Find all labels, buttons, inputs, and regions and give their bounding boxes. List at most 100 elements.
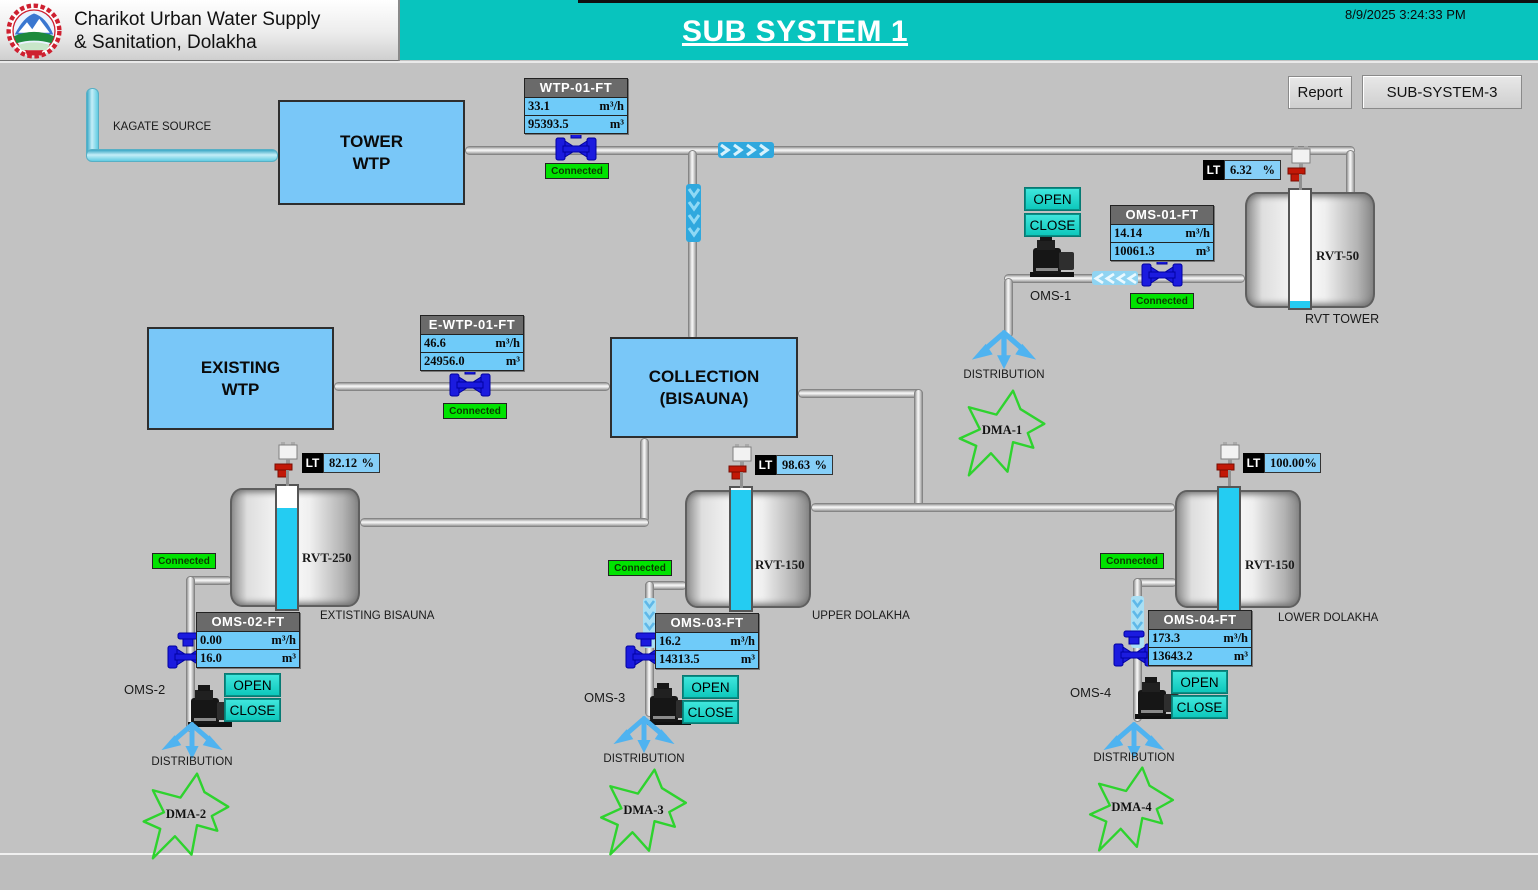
flow-value: 33.1 [528,99,550,113]
pipe-collection-drop [688,150,697,340]
close-button-oms1[interactable]: CLOSE [1025,214,1080,236]
status-badge-wtp01: Connected [545,163,609,179]
close-button-oms4[interactable]: CLOSE [1172,696,1227,718]
pipe-oms1-down [1004,278,1013,338]
open-button-oms1[interactable]: OPEN [1025,188,1080,210]
org-title: Charikot Urban Water Supply & Sanitation… [74,8,320,54]
tank-name: RVT-150 [755,557,805,572]
total-unit: m³ [609,117,624,131]
dma3-zone: DMA-3 [596,766,691,858]
total-row: 13643.2 m³ [1149,647,1251,665]
tank-rvt-150-lower-level-fill [1219,488,1239,610]
flow-meter-tag: OMS-02-FT [197,613,299,631]
dma1-label: DMA-1 [981,423,1023,438]
tank-caption: RVT TOWER [1305,312,1380,326]
lt-value: 98.63 [782,458,811,472]
total-row: 16.0 m³ [197,649,299,667]
pipe-collection-outlet-vertical [640,438,649,523]
tower-wtp-label-line2: WTP [352,153,391,173]
oms3-label: OMS-3 [584,690,626,705]
collection-label-line1: COLLECTION [648,366,760,386]
subsystem3-button[interactable]: SUB-SYSTEM-3 [1362,75,1522,109]
total-unit: m³ [1233,649,1248,663]
lt-badge: LT [1243,453,1264,473]
pipe-rvt50-inlet [1346,150,1355,196]
oms1-label: OMS-1 [1030,288,1072,303]
total-value: 24956.0 [424,354,465,368]
total-value: 13643.2 [1152,649,1193,663]
timestamp: 8/9/2025 3:24:33 PM [1345,7,1466,22]
existing-wtp-box: EXISTING WTP [147,327,334,430]
tank-name: RVT-50 [1316,248,1360,263]
lt-value-box: 98.63% [776,455,833,475]
lt-value: 100.00 [1270,456,1305,470]
flow-arrows-right-icon [718,142,774,158]
status-badge-oms03: Connected [608,560,672,576]
distribution-label: DISTRIBUTION [1093,752,1175,764]
pipe-between-tanks [811,503,1175,512]
flow-arrows-left-icon [1092,271,1138,285]
total-value: 16.0 [200,651,222,665]
distribution-label: DISTRIBUTION [963,369,1045,381]
close-button-oms3[interactable]: CLOSE [683,701,738,723]
tank-rvt-150-upper-level-fill [731,489,751,610]
status-badge-oms01: Connected [1130,293,1194,309]
org-panel: Charikot Urban Water Supply & Sanitation… [0,0,400,62]
distribution-arrows-icon [148,722,236,760]
dma4-zone: DMA-4 [1084,764,1179,854]
flow-unit: m³/h [495,336,520,350]
pipe-source-horizontal [86,149,278,162]
flow-value: 0.00 [200,633,222,647]
lt-unit: % [1262,163,1276,177]
existing-wtp-label-line1: EXISTING [200,357,281,377]
total-unit: m³ [740,652,755,666]
open-button-oms3[interactable]: OPEN [683,676,738,698]
level-transmitter-rvt50: LT 6.32% [1203,160,1281,180]
flow-unit: m³/h [1223,631,1248,645]
open-button-oms2[interactable]: OPEN [225,674,280,696]
dma3-label: DMA-3 [623,802,664,817]
existing-wtp-label-line2: WTP [221,379,260,399]
pipe-right-drop [914,389,923,512]
lt-value: 6.32 [1230,163,1252,177]
report-button[interactable]: Report [1288,76,1352,109]
flow-arrows-down-icon [686,184,701,242]
oms4-label: OMS-4 [1070,685,1112,700]
close-button-oms2[interactable]: CLOSE [225,699,280,721]
pump-oms1-icon[interactable] [1026,232,1078,278]
total-unit: m³ [1195,244,1210,258]
pipe-collection-right [798,389,923,398]
open-button-oms4[interactable]: OPEN [1172,671,1227,693]
flow-meter-tag: OMS-03-FT [656,614,758,632]
header-band [400,0,1538,60]
flow-value: 14.14 [1114,226,1143,240]
oms2-label: OMS-2 [124,682,166,697]
distribution-label: DISTRIBUTION [151,756,233,768]
flow-meter-tag: OMS-04-FT [1149,611,1251,629]
tank-rvt-50-level-tube [1288,188,1312,310]
distribution-arrows-icon [600,716,688,754]
flow-meter-tag: WTP-01-FT [525,79,627,97]
collection-label-line2: (BISAUNA) [659,388,749,408]
pipe-to-rvt250 [360,518,649,527]
collection-bisauna-box: COLLECTION (BISAUNA) [610,337,798,438]
lt-value-box: 100.00% [1264,453,1321,473]
bottom-strip [0,853,1538,890]
dma2-zone: DMA-2 [140,770,232,862]
lt-badge: LT [755,455,776,475]
tower-wtp-box: TOWER WTP [278,100,465,205]
distribution-arrows-icon [960,330,1048,370]
status-badge-oms04: Connected [1100,553,1164,569]
total-value: 14313.5 [659,652,700,666]
total-unit: m³ [281,651,296,665]
window-top-edge [578,0,1538,3]
